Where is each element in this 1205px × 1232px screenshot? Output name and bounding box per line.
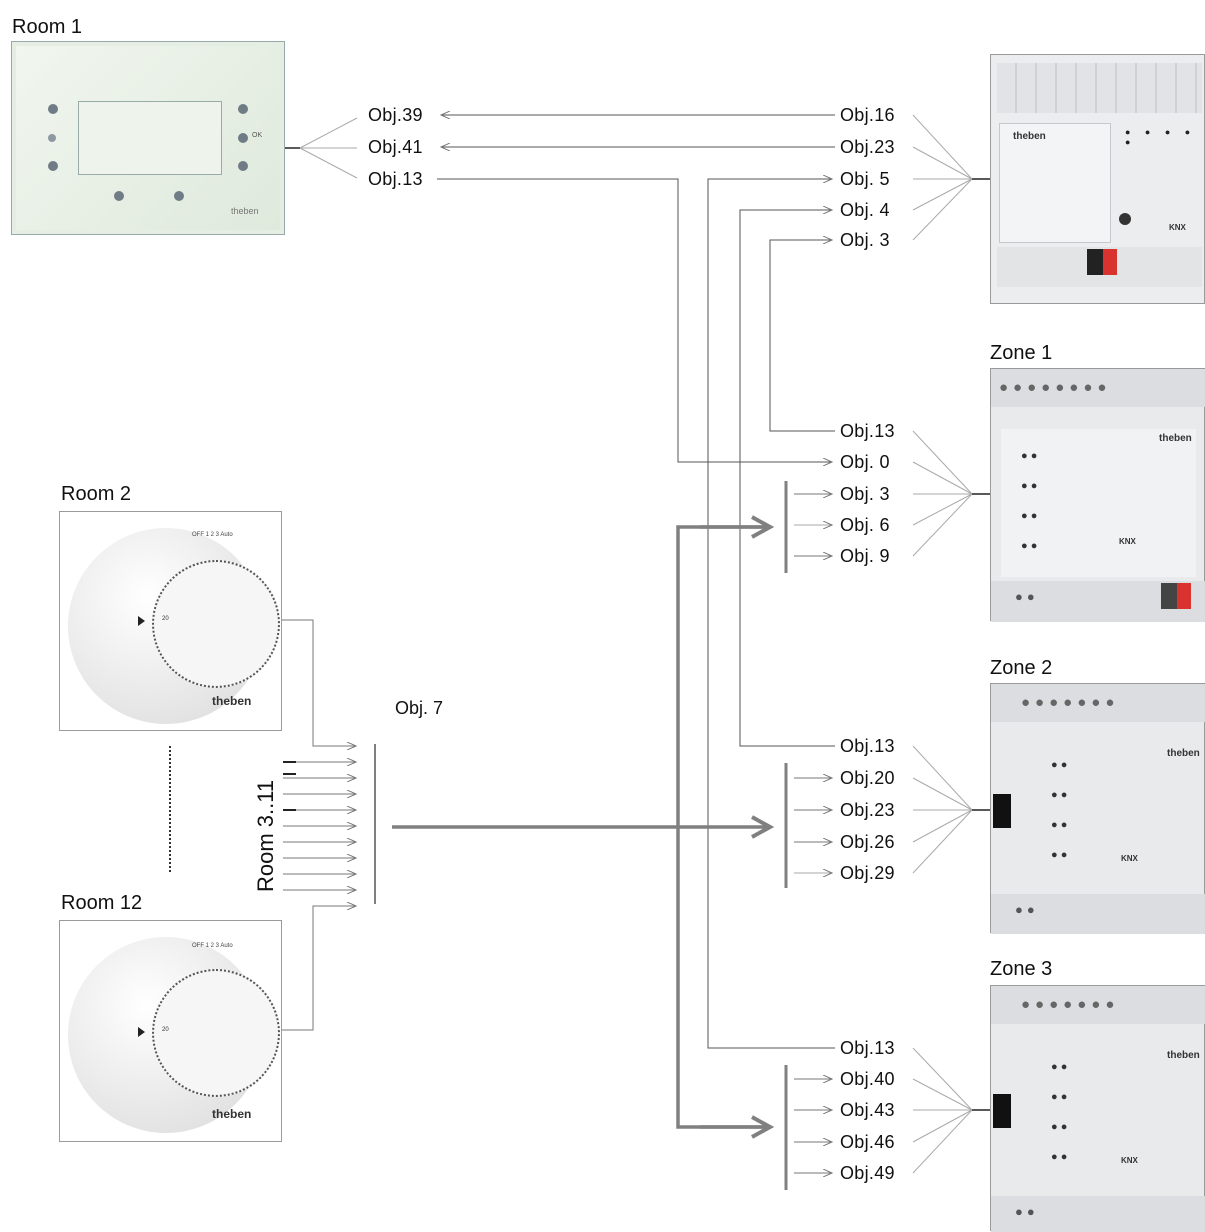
zone3-object-label: Obj.43 bbox=[840, 1100, 895, 1120]
button-icon bbox=[238, 161, 248, 171]
heating-controller-device: theben ● ● ● ● ● KNX bbox=[990, 54, 1205, 304]
controller-object-label: Obj. 3 bbox=[840, 230, 890, 250]
zone1-object-label: Obj. 6 bbox=[840, 515, 890, 535]
mode-labels: OFF 1 2 3 Auto bbox=[192, 943, 233, 949]
zone2-object-label: Obj.26 bbox=[840, 832, 895, 852]
knx-logo: KNX bbox=[1119, 537, 1136, 546]
knx-logo: KNX bbox=[1121, 854, 1138, 863]
zone1-object-label: Obj. 0 bbox=[840, 452, 890, 472]
controller-object-label: Obj. 5 bbox=[840, 169, 890, 189]
bus-terminal bbox=[993, 794, 1011, 828]
button-icon bbox=[238, 104, 248, 114]
brand-logo: theben bbox=[212, 694, 252, 708]
zone1-actuator-device: ●●●●●●●● ● ●● ●● ●● ● theben KNX ●● bbox=[990, 368, 1205, 622]
setpoint-label: 20 bbox=[162, 1027, 169, 1033]
room1-object-label: Obj.41 bbox=[368, 137, 423, 157]
zone3-object-label: Obj.46 bbox=[840, 1132, 895, 1152]
setpoint-label: 20 bbox=[162, 616, 169, 622]
zone2-label: Zone 2 bbox=[990, 657, 1053, 679]
brand-logo: theben bbox=[1159, 433, 1192, 444]
button-icon bbox=[114, 191, 124, 201]
zone2-object-label: Obj.20 bbox=[840, 768, 895, 788]
mode-labels: OFF 1 2 3 Auto bbox=[192, 532, 233, 538]
brand-logo: theben bbox=[231, 206, 259, 216]
room1-display bbox=[78, 101, 222, 175]
pointer-icon bbox=[138, 616, 145, 626]
zone3-object-label: Obj.13 bbox=[840, 1038, 895, 1058]
button-icon bbox=[48, 104, 58, 114]
obj7-label: Obj. 7 bbox=[395, 698, 444, 718]
brand-logo: theben bbox=[1013, 131, 1046, 142]
led-row: ● ● ● ● ● bbox=[1125, 127, 1197, 147]
zone3-label: Zone 3 bbox=[990, 958, 1053, 980]
room3-11-label: Room 3..11 bbox=[253, 779, 278, 892]
zone2-object-label: Obj.23 bbox=[840, 800, 895, 820]
room1-panel-device: OK theben bbox=[12, 42, 284, 234]
bus-terminal bbox=[1161, 583, 1177, 609]
button-icon bbox=[238, 133, 248, 143]
button-icon bbox=[48, 134, 56, 142]
bus-terminal bbox=[1087, 249, 1103, 275]
knx-logo: KNX bbox=[1169, 223, 1186, 232]
room12-label: Room 12 bbox=[61, 892, 143, 914]
room12-thermostat-device: OFF 1 2 3 Auto 20 theben bbox=[59, 920, 282, 1142]
button-icon bbox=[174, 191, 184, 201]
brand-logo: theben bbox=[1167, 748, 1200, 759]
pointer-icon bbox=[138, 1027, 145, 1037]
button-icon bbox=[48, 161, 58, 171]
zone2-actuator-device: ●●●●●●● ● ●● ●● ●● ● theben KNX ●● bbox=[990, 683, 1205, 934]
controller-object-label: Obj. 4 bbox=[840, 200, 890, 220]
zone3-actuator-device: ●●●●●●● ● ●● ●● ●● ● theben KNX ●● bbox=[990, 985, 1205, 1232]
room1-label: Room 1 bbox=[12, 16, 83, 38]
bus-terminal bbox=[993, 1094, 1011, 1128]
zone1-label: Zone 1 bbox=[990, 342, 1053, 364]
room2-thermostat-device: OFF 1 2 3 Auto 20 theben bbox=[59, 511, 282, 731]
room1-object-label: Obj.39 bbox=[368, 105, 423, 125]
room2-label: Room 2 bbox=[61, 483, 132, 505]
button-icon bbox=[1119, 213, 1131, 225]
zone3-object-label: Obj.40 bbox=[840, 1069, 895, 1089]
bus-terminal bbox=[1103, 249, 1117, 275]
knx-logo: KNX bbox=[1121, 1156, 1138, 1165]
room1-object-label: Obj.13 bbox=[368, 169, 423, 189]
zone1-object-label: Obj. 9 bbox=[840, 546, 890, 566]
brand-logo: theben bbox=[212, 1107, 252, 1121]
brand-logo: theben bbox=[1167, 1050, 1200, 1061]
zone2-object-label: Obj.13 bbox=[840, 736, 895, 756]
controller-object-label: Obj.16 bbox=[840, 105, 895, 125]
zone1-object-label: Obj.13 bbox=[840, 421, 895, 441]
zone3-object-label: Obj.49 bbox=[840, 1163, 895, 1183]
controller-object-label: Obj.23 bbox=[840, 137, 895, 157]
ok-label: OK bbox=[252, 132, 263, 139]
zone1-object-label: Obj. 3 bbox=[840, 484, 890, 504]
zone2-object-label: Obj.29 bbox=[840, 863, 895, 883]
bus-terminal bbox=[1177, 583, 1191, 609]
